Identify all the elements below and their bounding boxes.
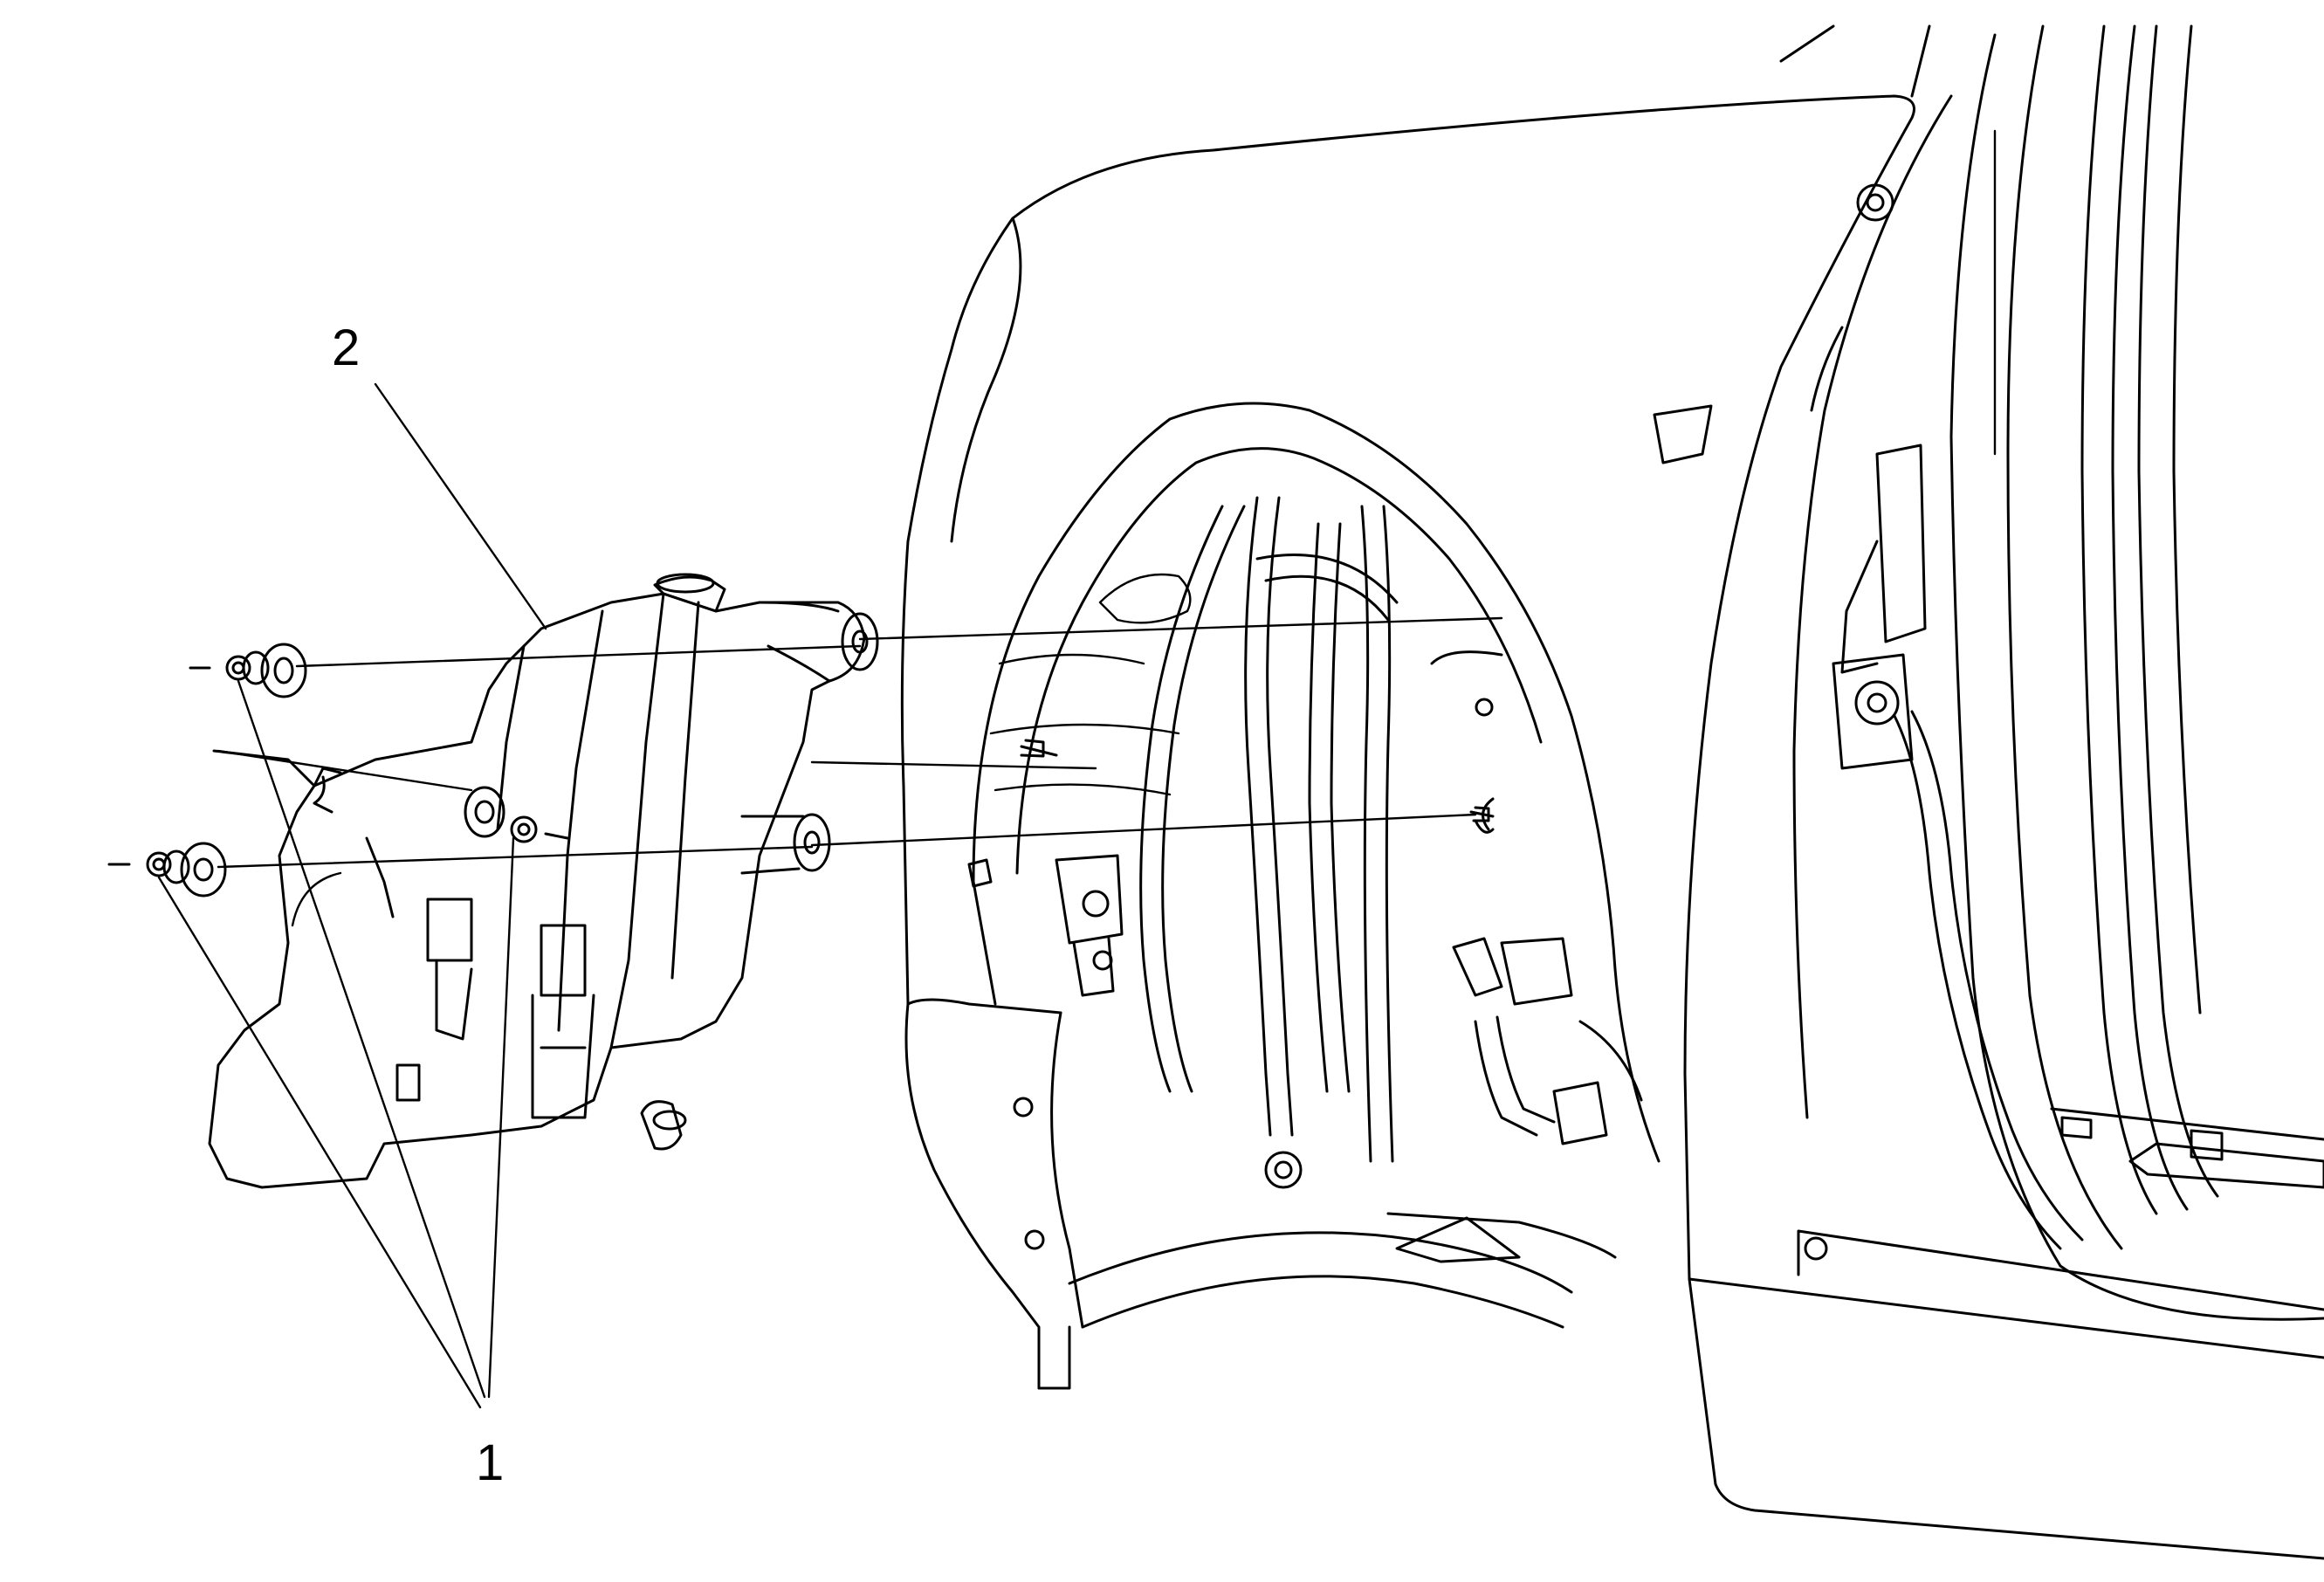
vehicle-fender: [900, 24, 2324, 1560]
fasteners: [107, 616, 1503, 898]
callout-label-fasteners: 1: [476, 1434, 504, 1491]
callout-label-reservoir: 2: [332, 320, 360, 376]
callout-leaders: [157, 382, 547, 1409]
wheel-well: [904, 402, 1660, 1390]
